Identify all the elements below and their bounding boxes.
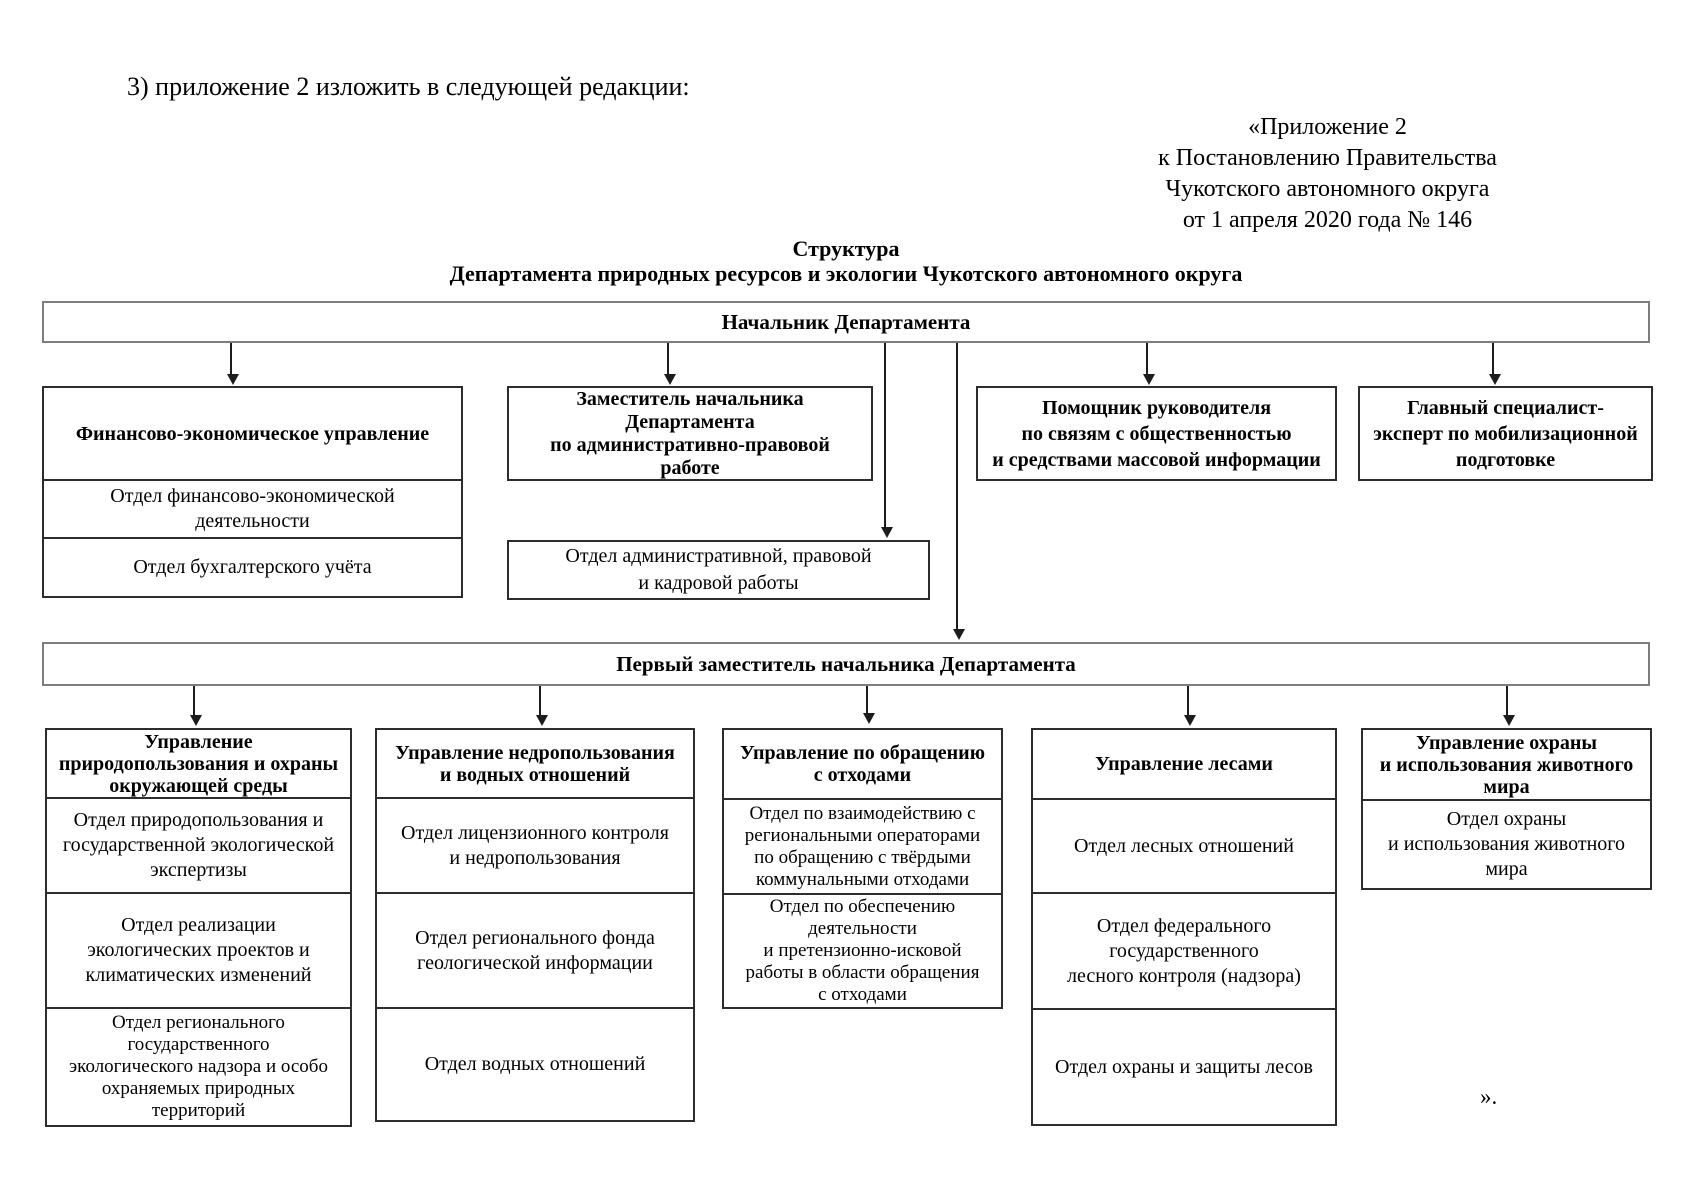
closing-quote-mark: ». [1480,1084,1498,1109]
unit-column-subsoil-water: Управление недропользования и водных отн… [375,728,695,1122]
connector-arrow-deputy-to-environment [190,686,202,726]
unit-department: Отдел федерального государственного лесн… [1033,892,1335,1008]
unit-column-forest: Управление лесами Отдел лесных отношений… [1031,728,1337,1126]
unit-department: Отдел природопользования и государственн… [47,797,350,892]
connector-arrow-head-to-admin-department [881,343,893,538]
unit-department: Отдел регионального государственного эко… [47,1007,350,1125]
finance-department: Отдел бухгалтерского учёта [44,537,461,596]
appendix-reference: «Приложение 2 к Постановлению Правительс… [1158,114,1497,233]
unit-title: Управление лесами [1095,753,1273,775]
chart-title-line1: Структура [792,236,900,261]
head-of-department-box: Начальник Департамента [42,301,1650,343]
connector-arrow-head-to-first-deputy [953,343,965,640]
chart-title-line2: Департамента природных ресурсов и эколог… [449,261,1243,286]
unit-department: Отдел охраны и использования животного м… [1363,799,1650,888]
unit-department: Отдел по обеспечению деятельности и прет… [724,893,1001,1007]
connector-arrow-deputy-to-forest [1184,686,1196,726]
unit-department: Отдел охраны и защиты лесов [1033,1008,1335,1124]
connector-arrow-deputy-to-wildlife [1503,686,1515,726]
unit-column-environment: Управление природопользования и охраны о… [45,728,352,1127]
unit-department: Отдел водных отношений [377,1007,693,1120]
unit-column-wildlife: Управление охраны и использования животн… [1361,728,1652,890]
first-deputy-box: Первый заместитель начальника Департамен… [42,642,1650,686]
chart-title: Структура Департамента природных ресурсо… [42,236,1650,286]
admin-legal-hr-department-box: Отдел административной, правовой и кадро… [507,540,930,600]
connector-arrow-head-to-specialist [1489,343,1501,385]
finance-unit-column: Финансово-экономическое управление Отдел… [42,386,463,598]
connector-arrow-head-to-assistant [1143,343,1155,385]
unit-department: Отдел регионального фонда геологической … [377,892,693,1007]
unit-title: Управление по обращению с отходами [740,742,985,786]
deputy-admin-legal-box: Заместитель начальника Департамента по а… [507,386,873,481]
finance-department: Отдел финансово-экономической деятельнос… [44,479,461,537]
unit-column-waste: Управление по обращению с отходами Отдел… [722,728,1003,1009]
intro-paragraph: 3) приложение 2 изложить в следующей ред… [127,72,690,101]
unit-title: Управление охраны и использования животн… [1379,731,1634,798]
connector-arrow-deputy-to-waste [863,686,875,724]
unit-department: Отдел по взаимодействию с региональными … [724,798,1001,893]
connector-arrow-deputy-to-subsoil [536,686,548,726]
unit-title: Управление недропользования и водных отн… [395,741,675,786]
connector-arrow-head-to-finance [227,343,239,385]
mobilization-specialist-box: Главный специалист- эксперт по мобилизац… [1358,386,1653,481]
connector-arrow-head-to-deputy [664,343,676,385]
unit-department: Отдел лесных отношений [1033,798,1335,892]
unit-department: Отдел реализации экологических проектов … [47,892,350,1007]
pr-media-assistant-box: Помощник руководителя по связям с общест… [976,386,1337,481]
unit-title: Управление природопользования и охраны о… [58,730,339,797]
finance-unit-title: Финансово-экономическое управление [75,422,430,445]
unit-department: Отдел лицензионного контроля и недрополь… [377,797,693,892]
